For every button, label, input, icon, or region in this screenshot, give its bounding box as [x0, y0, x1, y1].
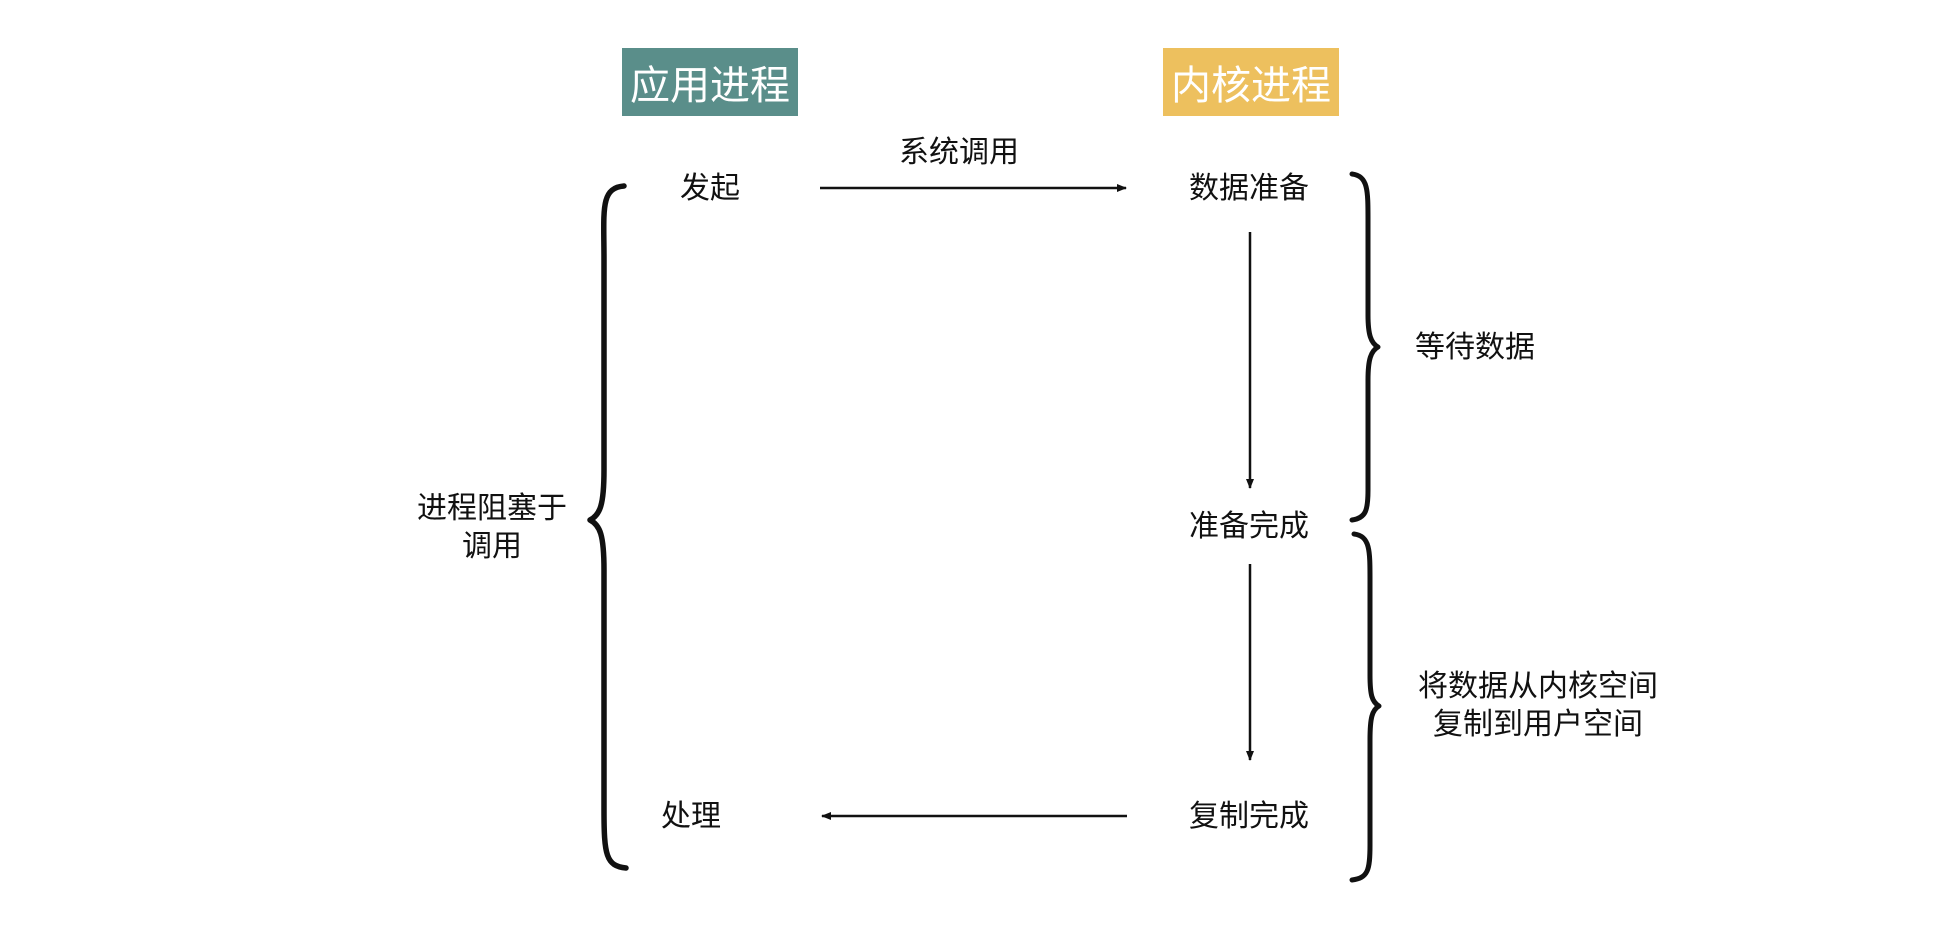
blocked-label: 进程阻塞于调用: [417, 491, 567, 564]
app-process-header: 应用进程: [622, 48, 798, 116]
prepare-done-node: 准备完成: [1189, 509, 1309, 544]
wait-data-label: 等待数据: [1415, 330, 1535, 365]
copy-data-brace: [1349, 531, 1382, 883]
syscall-label: 系统调用: [899, 135, 1019, 170]
process-node: 处理: [661, 799, 721, 834]
wait-data-brace: [1349, 171, 1381, 523]
initiate-node: 发起: [680, 171, 740, 206]
copy-done-node: 复制完成: [1189, 799, 1309, 834]
kernel-process-header: 内核进程: [1163, 48, 1339, 116]
copy-data-label: 将数据从内核空间复制到用户空间: [1418, 669, 1658, 742]
blocked-brace: [587, 183, 629, 871]
data-prepare-node: 数据准备: [1189, 171, 1309, 206]
